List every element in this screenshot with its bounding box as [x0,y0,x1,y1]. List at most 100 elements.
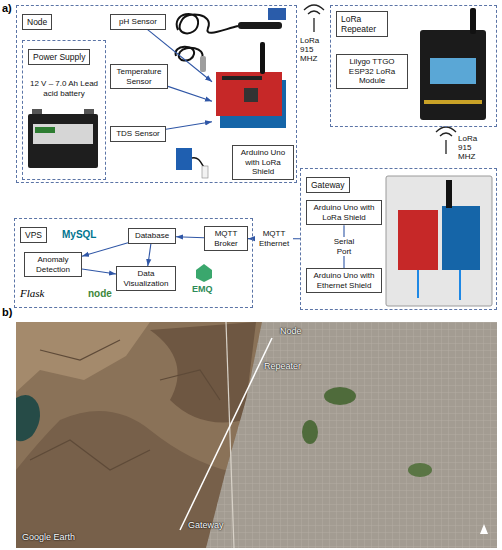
battery-body [28,114,98,168]
hills [16,322,150,392]
server-group: VPS Database MQTT BrokerAnomaly DetectionD… [14,218,253,308]
antenna-icon [436,127,456,154]
logo-text: MySQL [62,229,96,241]
node-group: NodePower Supply 12 V – 7.0 Ah Lead acid … [16,5,297,183]
park [324,387,356,405]
group-heading: Node [22,14,52,30]
box-label: Arduino Uno with LoRa Shield [232,145,294,180]
microcontroller-box: Arduino Uno with LoRa Shield [212,50,294,180]
pin-header [424,100,482,104]
tds-probe [202,166,208,178]
microcontroller-box: Arduino Uno with Ethernet Shield [306,268,382,293]
box-label: Anomaly Detection [29,255,77,274]
tds-sensor-image [176,148,208,178]
battery-sticker [33,124,93,144]
module-box: Lilygo TTGO ESP32 LoRa Module [336,54,408,89]
radio-link-label: LoRa 915 MHZ [458,134,486,162]
ethernet-shield [442,206,480,270]
edge-label: Serial Port [328,237,360,256]
service-box: Data Visualization [116,266,176,291]
battery-image [28,109,98,168]
panel-letter: a) [2,2,12,15]
emq-logo [196,264,212,282]
arrow-connector [176,237,204,238]
link-path [180,338,272,530]
park [408,463,432,477]
sensor-board [176,148,192,170]
city [206,322,497,548]
box-label: TDS Sensor [115,129,161,139]
microcontroller-box: Arduino Uno with LoRa Shield [306,200,382,225]
oled-screen [430,58,476,84]
park [302,420,318,444]
antenna [260,42,265,74]
city-streets [206,322,497,548]
sensor-box: Temperature Sensor [110,64,168,89]
sensor-box: TDS Sensor [110,126,166,142]
arrow-connector [166,122,212,130]
temperature-probe [200,56,206,72]
repeater-group: LoRa RepeaterLilygo TTGO ESP32 LoRa Modu… [330,5,497,127]
antenna [470,8,476,34]
group-heading: VPS [20,227,47,243]
radio-waves [436,127,456,154]
chip [244,88,258,102]
mountains [16,411,232,548]
sensor-cable [176,47,203,61]
box-label: pH Sensor [115,17,161,27]
enclosure [386,176,492,306]
ttgo-module-image [420,8,486,120]
map-label: Node [280,326,302,336]
mountains [150,322,256,423]
box-label: Arduino Uno with Ethernet Shield [311,271,377,290]
radio-link-label: LoRa 915 MHZ [300,36,328,64]
box-label: Arduino Uno with LoRa Shield [311,203,377,222]
radio-waves [304,5,324,32]
arrow-connector [168,86,212,101]
arrow-connector [82,269,116,274]
sensor-box: pH Sensor [110,14,166,30]
module-board [420,30,486,120]
ph-sensor-image [177,8,286,33]
temperature-sensor-image [176,47,206,72]
logo-text: Flask [20,287,44,300]
box-label: Data Visualization [121,269,171,288]
group-heading: Power Supply [28,49,90,65]
logo-shape [196,264,212,282]
sensor-cable [177,14,238,33]
map-label: Gateway [188,520,224,530]
cable [418,270,460,300]
terrain [16,322,497,548]
ridges [30,340,220,470]
antenna-icon [304,5,324,32]
ph-probe [238,22,282,29]
arrow-connector [82,243,128,256]
group-heading: Gateway [306,177,350,193]
battery-logo [35,127,55,133]
map-label: Repeater [264,361,301,371]
lora-shield [216,72,282,116]
box-label: Lilygo TTGO ESP32 LoRa Module [341,57,403,86]
box-label: MQTT Broker [209,229,243,248]
connectors [82,30,344,274]
panel-letter: b) [2,306,12,319]
service-box: MQTT Broker [204,226,248,251]
body-text: 12 V – 7.0 Ah Lead acid battery [28,79,100,98]
edge-label: MQTT Ethernet [255,229,293,248]
group-heading: LoRa Repeater [336,11,388,37]
service-box: Anomaly Detection [24,252,82,277]
service-box: Database [128,228,176,244]
logo-text: EMQ [192,284,213,294]
arduino-lora-image [216,42,286,128]
arrow-connector [148,244,151,266]
logo-text: node [88,288,112,300]
satellite-map [16,322,497,548]
pin-header [222,76,262,80]
north-arrow [480,524,488,534]
watermark: Google Earth [22,532,75,542]
antenna [446,180,452,208]
